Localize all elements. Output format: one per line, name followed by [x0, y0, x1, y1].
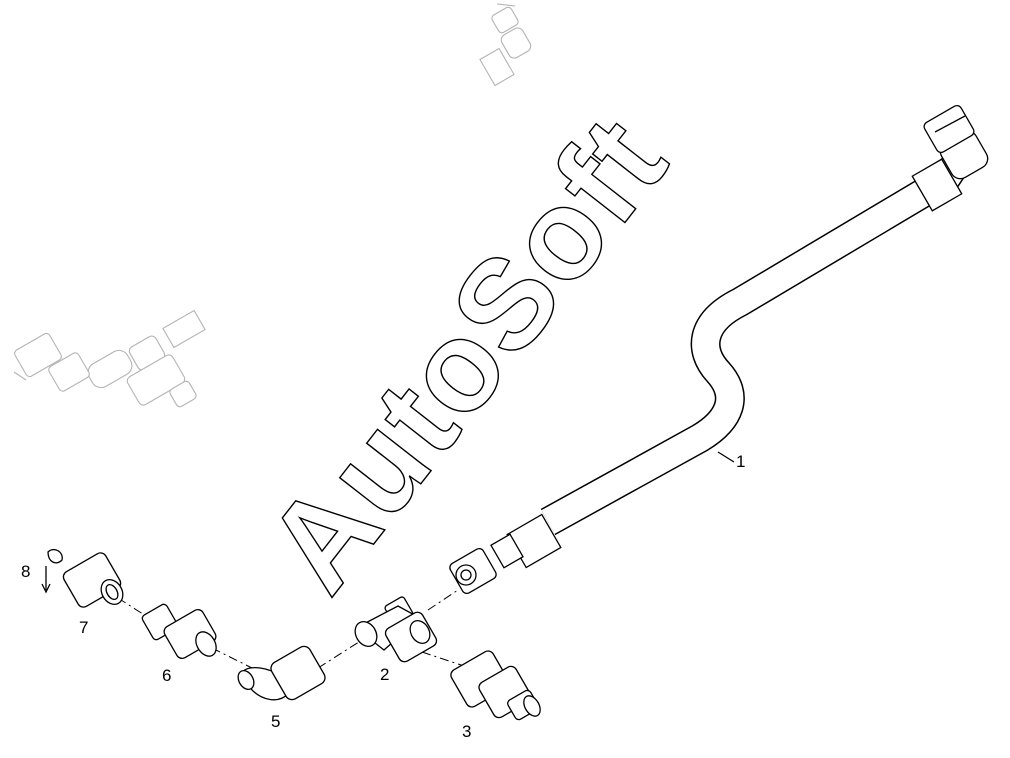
- part-2-tee: [354, 596, 438, 663]
- part-3-union: [450, 650, 541, 721]
- callout-label-2: 2: [380, 665, 389, 684]
- part-6-adapter: [141, 603, 217, 660]
- callout-label-6: 6: [162, 666, 171, 685]
- leader-line-1: [717, 451, 735, 463]
- callout-label-7: 7: [79, 618, 88, 637]
- callout-label-5: 5: [271, 712, 280, 731]
- watermark-text: AutoSoft: [239, 91, 694, 617]
- part-7-nut: [62, 552, 124, 608]
- callout-label-3: 3: [462, 722, 471, 741]
- callout-label-1: 1: [736, 452, 745, 471]
- callout-label-8: 8: [21, 562, 30, 581]
- ghost-context-assembly: [13, 3, 532, 408]
- part-8-seal: [41, 548, 63, 594]
- part-5-elbow: [237, 645, 326, 701]
- pipe-part-1: [449, 104, 989, 595]
